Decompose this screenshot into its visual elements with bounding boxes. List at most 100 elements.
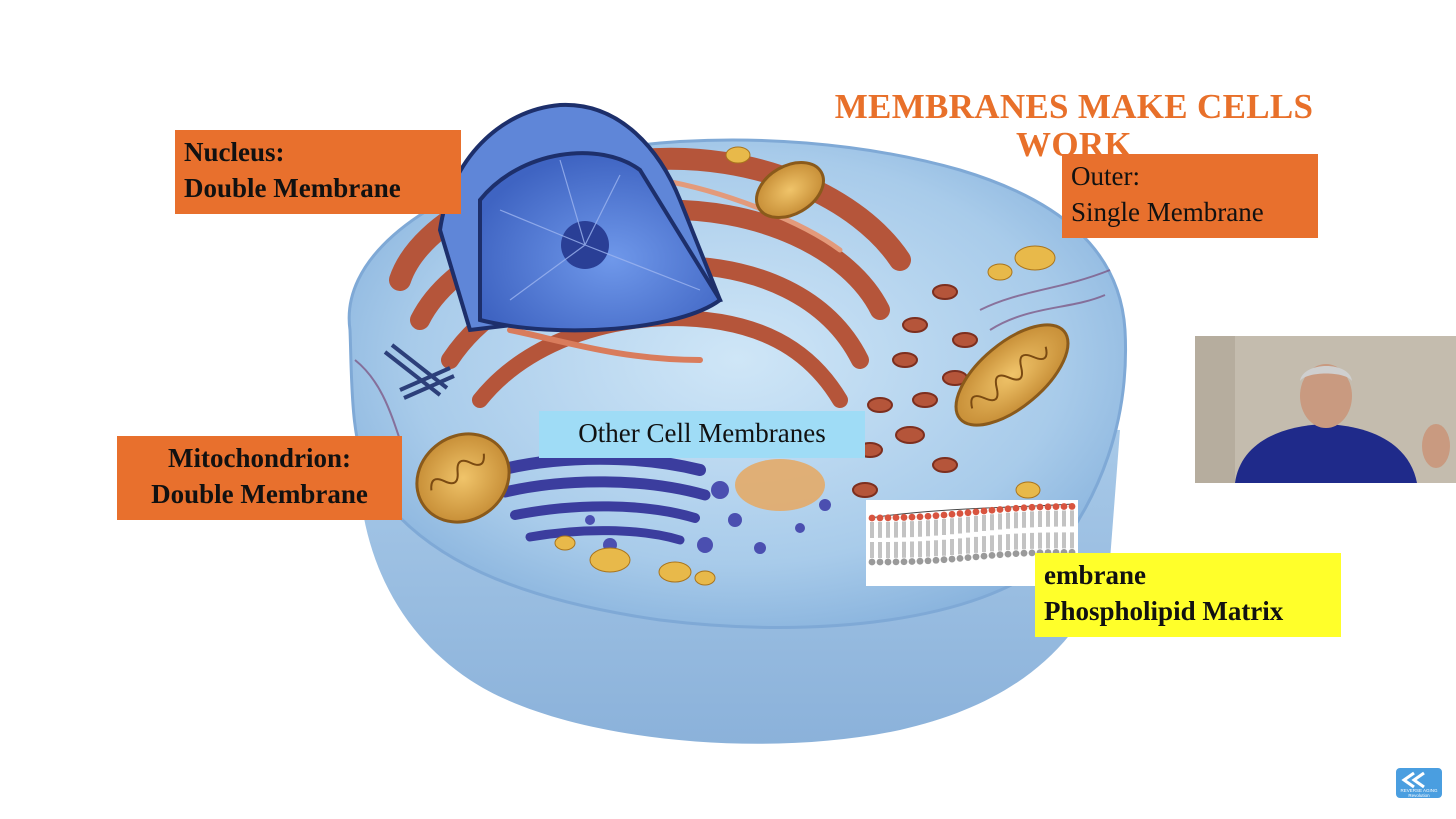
nucleus-label-line2: Double Membrane: [184, 173, 401, 203]
lipid-head: [932, 556, 940, 564]
lipid-head: [996, 551, 1004, 559]
lipid-head: [892, 514, 900, 522]
lipid-tail: [1038, 511, 1042, 549]
lipid-tail: [966, 516, 970, 554]
lipid-head: [1020, 504, 1028, 512]
lipid-tail: [958, 517, 962, 555]
lipid-head: [1012, 550, 1020, 558]
cytoskeleton: [354, 269, 1111, 441]
lipid-head: [916, 557, 924, 565]
chevron-icon: [1401, 771, 1425, 789]
mitochondrion-label: Mitochondrion: Double Membrane: [117, 436, 402, 520]
lipid-head: [1028, 503, 1036, 511]
lipid-tail: [1046, 510, 1050, 549]
lysosome: [735, 459, 825, 511]
lipid-tail: [886, 521, 890, 558]
lipid-tail: [870, 522, 874, 558]
mitochondrion-label-line1: Mitochondrion:: [167, 443, 351, 473]
nucleus-label-line1: Nucleus:: [184, 137, 285, 167]
presenter-video: [1195, 336, 1456, 483]
outer-membrane-label: Outer: Single Membrane: [1062, 154, 1318, 238]
lipid-tail: [934, 519, 938, 557]
lipid-head: [900, 514, 908, 521]
presenter-figure: [1195, 336, 1456, 483]
lipid-head: [892, 558, 900, 566]
lipid-head: [948, 510, 956, 518]
lipid-tail: [1054, 510, 1058, 549]
lipid-head: [876, 514, 884, 522]
lipid-tail: [902, 521, 906, 558]
lipid-head: [956, 554, 964, 562]
mitochondrion: [415, 161, 1070, 524]
lipid-tail: [918, 520, 922, 558]
other-membranes-label: Other Cell Membranes: [539, 411, 865, 458]
lipid-head: [924, 557, 932, 565]
lipid-tail: [1006, 512, 1010, 551]
lipid-head: [924, 512, 932, 520]
lipid-head: [1052, 503, 1060, 511]
lipid-head: [1068, 503, 1076, 510]
mitochondrion-label-line2: Double Membrane: [151, 479, 368, 509]
lipid-tail: [910, 521, 914, 558]
lipid-tail: [942, 519, 946, 556]
nucleus: [437, 102, 723, 333]
lipid-tail: [950, 518, 954, 556]
granules: [554, 146, 1056, 586]
outer-label-line2: Single Membrane: [1071, 197, 1264, 227]
lipid-head: [932, 512, 940, 520]
lipid-head: [964, 509, 972, 517]
golgi-apparatus: [494, 452, 711, 545]
lipid-head: [1036, 503, 1044, 511]
phospholipid-label-line1: embrane: [1044, 560, 1146, 590]
lipid-head: [988, 551, 996, 559]
lipid-head: [1060, 503, 1068, 510]
lipid-tail: [990, 514, 994, 552]
lipid-tail: [1070, 510, 1074, 549]
lipid-head: [972, 508, 980, 516]
lipid-tail: [974, 515, 978, 553]
lipid-tail: [998, 513, 1002, 551]
lipid-tail: [894, 521, 898, 558]
lipid-head: [868, 558, 876, 566]
lipid-tail: [1062, 510, 1066, 549]
lipid-head: [900, 558, 908, 566]
lipid-head: [916, 513, 924, 521]
lipid-tail: [926, 520, 930, 557]
lipid-tail: [1014, 512, 1018, 550]
lipid-head: [988, 506, 996, 514]
lipid-head: [884, 558, 892, 566]
lipid-head: [948, 555, 956, 563]
slide-title-line1: MEMBRANES MAKE CELLS: [834, 87, 1314, 126]
lipid-head: [1028, 549, 1036, 557]
lipid-tail: [1030, 511, 1034, 549]
er-tubules: [852, 284, 978, 498]
slide-title: MEMBRANES MAKE CELLS WORK: [800, 88, 1348, 164]
lipid-head: [980, 552, 988, 560]
lipid-head: [876, 558, 884, 566]
lipid-head: [964, 554, 972, 561]
centriole: [383, 343, 455, 400]
outer-label-line1: Outer:: [1071, 161, 1140, 191]
lipid-head: [868, 514, 876, 522]
channel-logo: REVERSE AGING Revolution: [1396, 768, 1442, 798]
lipid-head: [956, 510, 964, 517]
bilayer-heads: [868, 503, 1076, 566]
lipid-tail: [1022, 511, 1026, 550]
lipid-head: [1044, 503, 1052, 511]
lipid-head: [940, 556, 948, 564]
lipid-head: [972, 553, 980, 561]
lipid-tail: [878, 521, 882, 558]
phospholipid-matrix-label: embrane Phospholipid Matrix: [1035, 553, 1341, 637]
lipid-head: [1020, 549, 1028, 557]
lipid-head: [1004, 505, 1012, 513]
lipid-head: [908, 513, 916, 521]
lipid-head: [996, 506, 1004, 513]
lipid-head: [1012, 504, 1020, 512]
lipid-head: [980, 507, 988, 515]
lipid-tail: [982, 515, 986, 553]
lipid-head: [884, 514, 892, 522]
logo-text-line1: REVERSE AGING: [1400, 788, 1438, 793]
lipid-head: [908, 558, 916, 565]
lipid-head: [940, 511, 948, 519]
logo-text-line2: Revolution: [1408, 793, 1430, 798]
